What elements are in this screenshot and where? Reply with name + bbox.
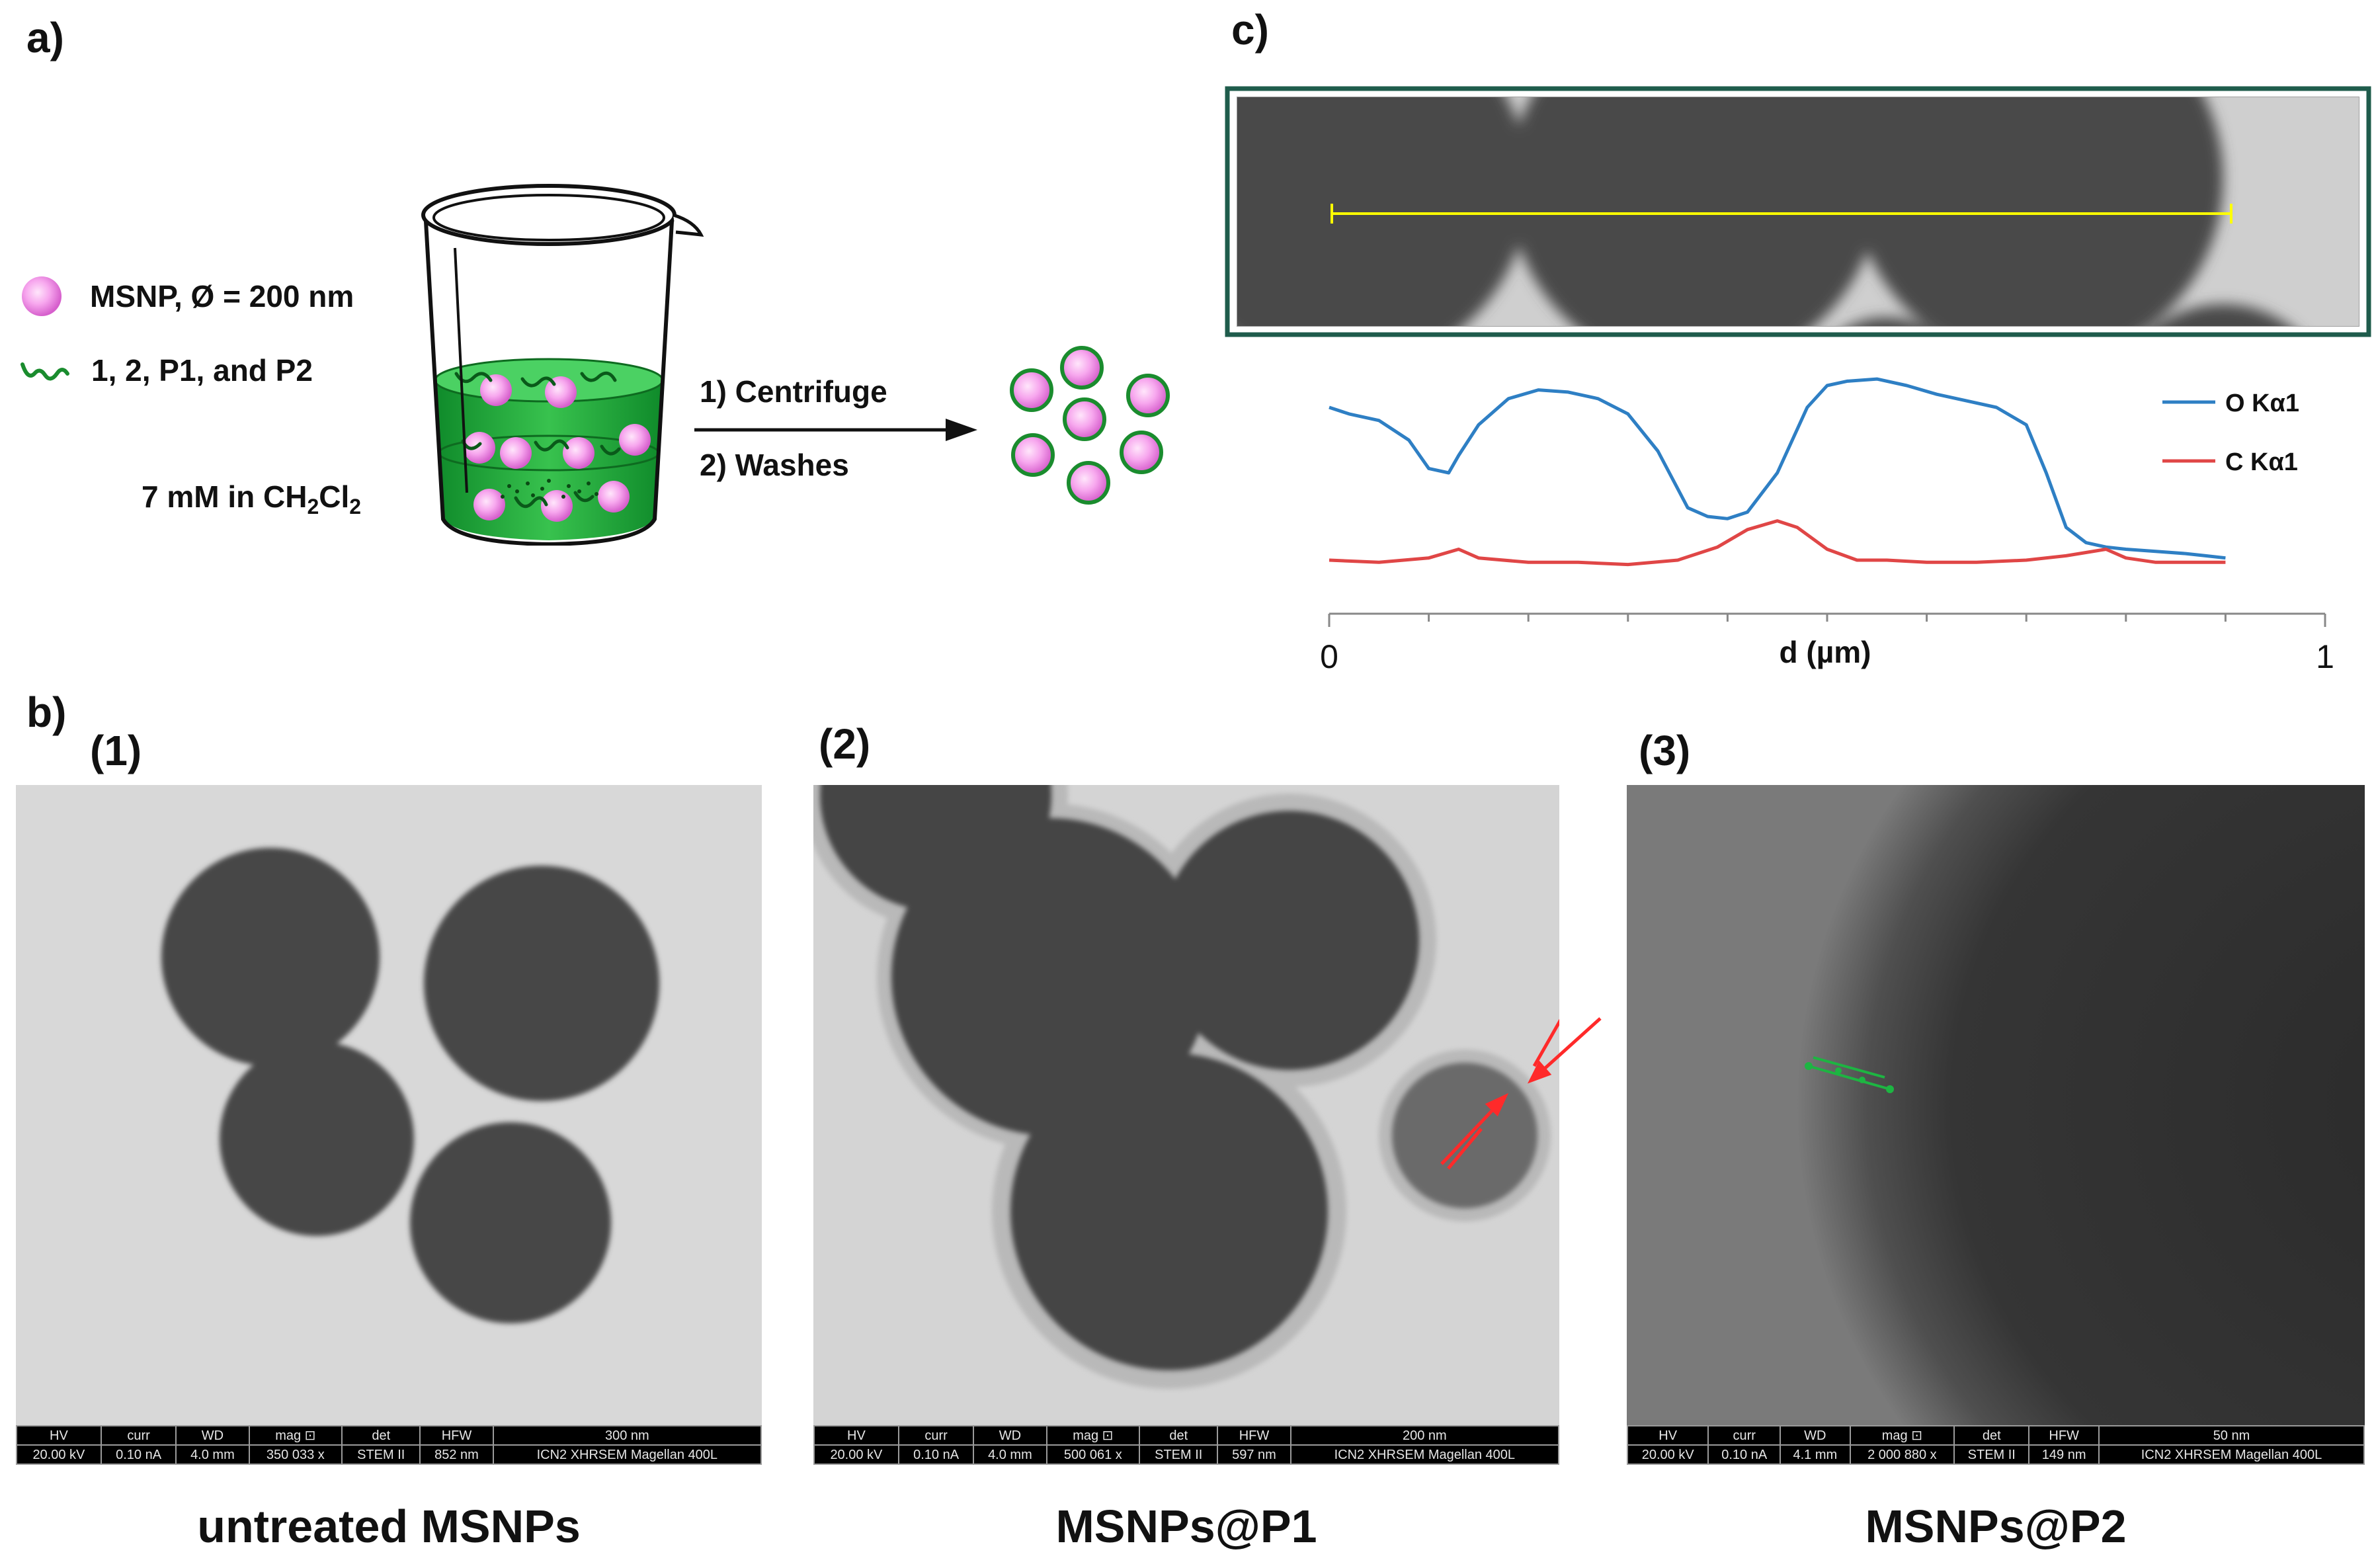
series-line-o [1329, 377, 2226, 560]
series-line-c [1329, 519, 2226, 567]
panel-b-label: b) [26, 688, 67, 736]
legend-label-o: O Kα1 [2225, 390, 2299, 417]
coated-particles-illustration [1010, 346, 1170, 505]
eds-line-profile-chart: 0 1 d (µm) O Kα1 C Kα1 [1320, 377, 2334, 675]
legend-molecules: 1, 2, P1, and P2 [19, 344, 313, 397]
scale-bar-3: 50 nm [2098, 1425, 2365, 1446]
concentration-label: 7 mM in CH2Cl2 [142, 479, 362, 519]
legend-msnp: MSNP, Ø = 200 nm [19, 270, 354, 323]
x-tick-label-0: 0 [1320, 638, 1338, 675]
line-scan-micrograph [1225, 86, 2371, 337]
step-washes: 2) Washes [700, 448, 849, 482]
process-arrow [694, 419, 977, 441]
measurement-marker [1805, 1056, 1894, 1093]
x-tick-label-1: 1 [2316, 638, 2334, 675]
legend-msnp-text: MSNP, Ø = 200 nm [90, 279, 354, 313]
micrograph-untreated [16, 785, 762, 1425]
subpanel-3-label: (3) [1639, 727, 1691, 774]
micrograph-p2 [1627, 785, 2365, 1425]
legend-label-c: C Kα1 [2225, 448, 2298, 476]
polymer-chain-icon [20, 362, 69, 381]
beaker-illustration [421, 184, 704, 546]
infobar-1: HV curr WD mag ⊡ det HFW 300 nm 20.00 kV… [16, 1425, 762, 1465]
subpanel-2-label: (2) [819, 720, 871, 768]
infobar-3: HV curr WD mag ⊡ det HFW 50 nm 20.00 kV … [1626, 1425, 2365, 1465]
infobar-2: HV curr WD mag ⊡ det HFW 200 nm 20.00 kV… [813, 1425, 1560, 1465]
panel-a-label: a) [26, 14, 64, 62]
step-centrifuge: 1) Centrifuge [700, 374, 887, 409]
scale-bar-1: 300 nm [492, 1425, 762, 1446]
annotation-arrows [1440, 1017, 1602, 1165]
subpanel-1-label: (1) [90, 727, 142, 774]
msnp-sphere-icon [22, 276, 61, 316]
caption-p1: MSNPs@P1 [1055, 1501, 1317, 1552]
caption-p2: MSNPs@P2 [1865, 1501, 2127, 1552]
chart-legend: O Kα1 C Kα1 [2162, 390, 2299, 476]
micrograph-p1 [813, 785, 1559, 1425]
scale-bar-2: 200 nm [1290, 1425, 1560, 1446]
panel-c-label: c) [1231, 6, 1269, 54]
caption-untreated: untreated MSNPs [197, 1501, 581, 1552]
x-axis-label: d (µm) [1780, 635, 1871, 669]
legend-molecules-text: 1, 2, P1, and P2 [91, 353, 313, 388]
